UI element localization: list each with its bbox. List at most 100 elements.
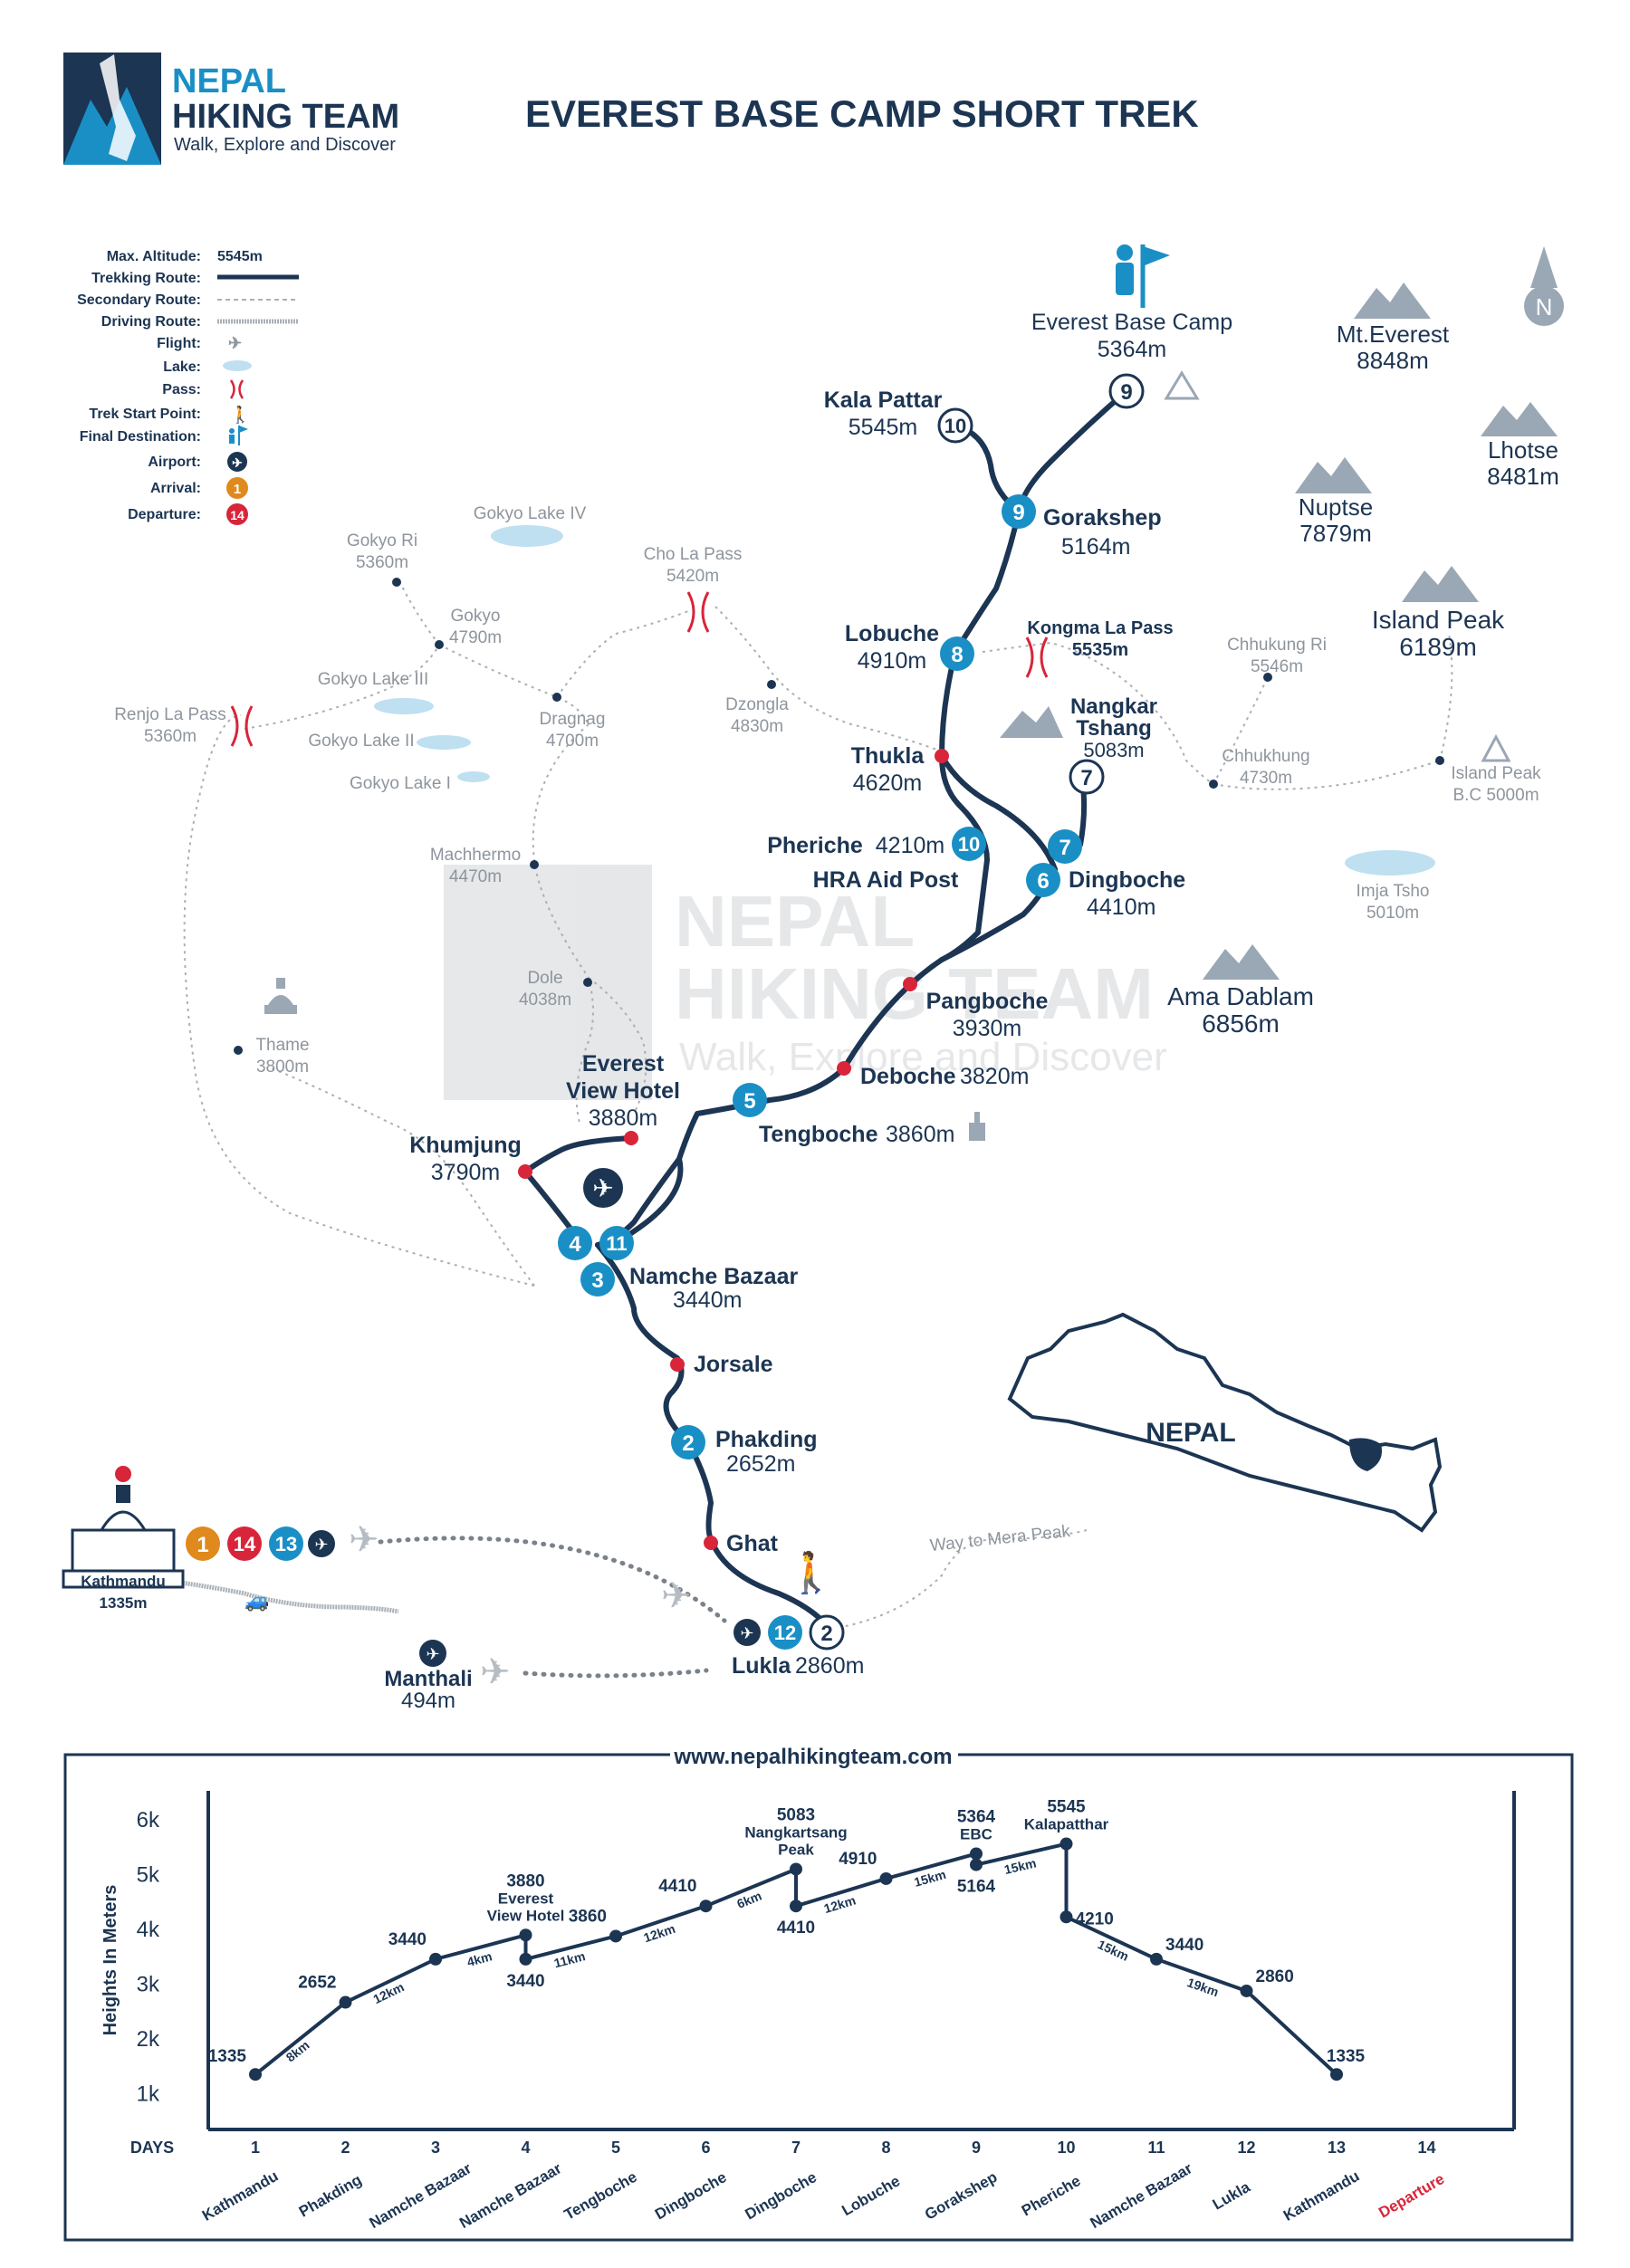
nepal-inset-map: NEPAL xyxy=(1007,1312,1443,1533)
stop-thukla-alt: 4620m xyxy=(853,770,922,796)
profile-value-label: 1335 xyxy=(208,2047,247,2066)
day-place-label: Lobuche xyxy=(839,2172,903,2219)
legend-airport: Airport: xyxy=(148,455,201,470)
badge-arrival: 1 xyxy=(197,1533,208,1557)
airport-icon xyxy=(308,1530,335,1557)
stop-nangkar-alt: 5083m xyxy=(1083,739,1144,761)
profile-place-label: Peak xyxy=(778,1841,814,1858)
stop-ebc-alt: 5364m xyxy=(1098,337,1166,362)
profile-point xyxy=(249,2068,262,2081)
svg-text:HIKING TEAM: HIKING TEAM xyxy=(675,953,1154,1034)
lake-gokyo-iv xyxy=(491,525,563,547)
legend-trek-start: Trek Start Point: xyxy=(89,407,201,422)
plane-icon: ✈ xyxy=(480,1652,511,1692)
svg-text:Island Peak: Island Peak xyxy=(1451,764,1541,783)
y-tick-label: 4k xyxy=(137,1918,160,1942)
badge-day: 11 xyxy=(606,1232,627,1255)
profile-point xyxy=(1150,1952,1163,1966)
tent-icon xyxy=(1481,733,1511,762)
legend-driving-route: Driving Route: xyxy=(101,314,201,330)
profile-website: www.nepalhikingteam.com xyxy=(673,1745,952,1769)
svg-text:Walk, Explore and Discover: Walk, Explore and Discover xyxy=(679,1035,1167,1079)
stop-khumjung-name: Khumjung xyxy=(409,1133,522,1158)
profile-value-label: 3880 xyxy=(506,1871,544,1890)
day-place-label: Kathmandu xyxy=(199,2168,281,2225)
badge-day: 7 xyxy=(1059,836,1070,860)
lake-gokyo-i xyxy=(457,771,490,782)
mera-way-label: Way to Mera Peak xyxy=(929,1522,1071,1555)
badge-day: 6 xyxy=(1037,869,1049,894)
day-place-label: Gorakshep xyxy=(922,2168,1000,2224)
brand-line1: NEPAL xyxy=(172,62,286,100)
badge-day: 9 xyxy=(1012,501,1024,525)
stop-namche-name: Namche Bazaar xyxy=(629,1264,798,1289)
x-tick-label: 8 xyxy=(881,2139,890,2157)
pass-icon xyxy=(229,379,244,399)
profile-value-label: 4910 xyxy=(839,1850,877,1869)
x-tick-label: 3 xyxy=(431,2139,440,2157)
legend-arrival-badge: 1 xyxy=(234,482,241,497)
peak-ama-dablam: Ama Dablam 6856m xyxy=(1167,944,1314,1038)
svg-text:Chhukung Ri: Chhukung Ri xyxy=(1227,636,1327,655)
profile-point xyxy=(1330,2068,1343,2081)
svg-text:8848m: 8848m xyxy=(1357,347,1429,374)
profile-point xyxy=(970,1858,983,1871)
peak-everest: Mt.Everest 8848m xyxy=(1337,282,1450,374)
profile-place-label: EBC xyxy=(960,1825,992,1842)
logo: NEPAL HIKING TEAM Walk, Explore and Disc… xyxy=(63,53,399,165)
day-place-label: Departure xyxy=(1376,2170,1447,2222)
profile-value-label: 5083 xyxy=(777,1805,815,1824)
stop-nangkar-name2: Tshang xyxy=(1076,716,1152,741)
svg-text:4830m: 4830m xyxy=(731,717,783,736)
svg-text:4038m: 4038m xyxy=(519,990,571,1010)
svg-text:Cho La Pass: Cho La Pass xyxy=(644,545,743,564)
stop-marker xyxy=(935,749,949,763)
profile-days-label: DAYS xyxy=(130,2139,174,2157)
profile-point xyxy=(339,1995,352,2009)
profile-series-line xyxy=(254,1842,1338,2076)
profile-place-label: View Hotel xyxy=(487,1907,565,1924)
profile-point xyxy=(1240,1984,1253,1997)
pass-icon xyxy=(230,705,254,747)
badge-day: 2 xyxy=(682,1431,694,1456)
day-place-label: Dingboche xyxy=(742,2168,820,2223)
svg-text:5546m: 5546m xyxy=(1251,657,1303,676)
stop-dingboche-name: Dingboche xyxy=(1069,867,1185,893)
peak-nuptse: Nuptse 7879m xyxy=(1295,457,1373,547)
stop-ebc-name: Everest Base Camp xyxy=(1031,310,1232,335)
airport-icon xyxy=(419,1640,446,1667)
stop-ghat-name: Ghat xyxy=(726,1531,779,1556)
stop-pangboche-alt: 3930m xyxy=(953,1016,1021,1041)
x-tick-label: 7 xyxy=(791,2139,801,2157)
stop-phakding-alt: 2652m xyxy=(726,1451,795,1477)
flag-icon xyxy=(229,426,248,445)
stop-marker xyxy=(670,1357,685,1372)
svg-text:8481m: 8481m xyxy=(1487,463,1559,490)
stop-evh-name1: Everest xyxy=(582,1051,665,1077)
svg-text:4790m: 4790m xyxy=(449,628,502,647)
svg-text:✈: ✈ xyxy=(426,1645,439,1663)
badge-day: 9 xyxy=(1120,380,1132,405)
stop-marker xyxy=(624,1131,638,1145)
stop-lobuche-alt: 4910m xyxy=(858,648,926,674)
x-tick-label: 5 xyxy=(611,2139,620,2157)
x-tick-label: 1 xyxy=(251,2139,260,2157)
airport-icon xyxy=(227,452,247,472)
stop-pheriche-alt: 4210m xyxy=(876,833,944,858)
badge-departure: 14 xyxy=(234,1533,256,1555)
x-tick-label: 4 xyxy=(521,2139,530,2157)
stop-namche-alt: 3440m xyxy=(673,1287,742,1313)
secondary-routes xyxy=(183,579,1453,1631)
distance-label: 8km xyxy=(283,2037,312,2064)
pass-icon xyxy=(686,591,710,633)
svg-text:B.C 5000m: B.C 5000m xyxy=(1453,786,1539,805)
svg-text:Lhotse: Lhotse xyxy=(1488,436,1558,464)
svg-text:Dragnag: Dragnag xyxy=(540,710,606,729)
badge-day: 5 xyxy=(743,1089,755,1114)
svg-text:3800m: 3800m xyxy=(256,1057,309,1077)
stop-gorakshep-alt: 5164m xyxy=(1061,534,1130,560)
profile-point xyxy=(519,1952,532,1966)
x-tick-label: 6 xyxy=(701,2139,710,2157)
